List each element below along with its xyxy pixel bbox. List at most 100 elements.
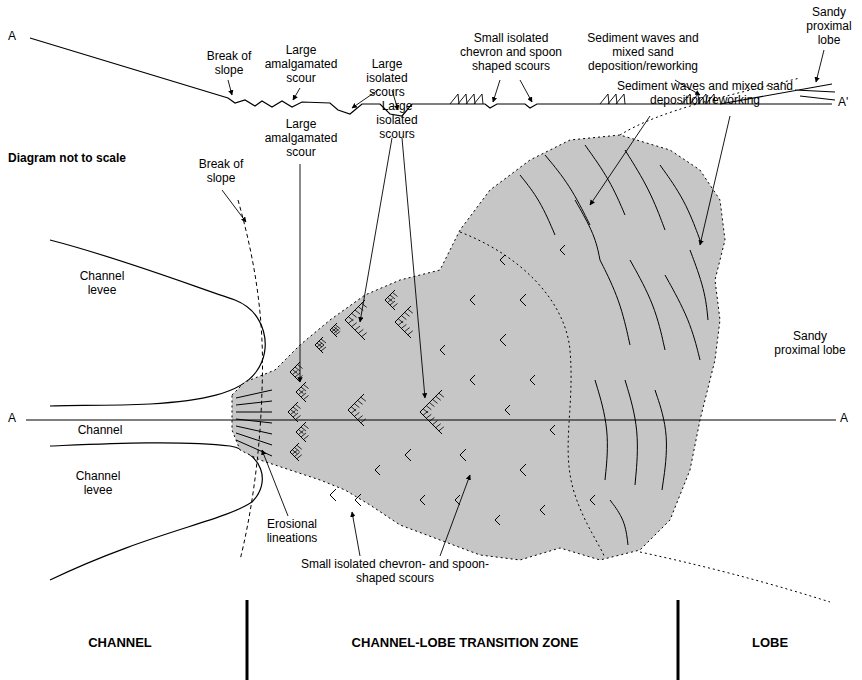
scour-mark xyxy=(330,489,336,501)
scour-hatch xyxy=(291,410,296,415)
zone-divider xyxy=(246,600,249,680)
scour-hatch xyxy=(335,325,340,336)
scour-mark xyxy=(540,505,545,515)
scour-hatch xyxy=(436,396,441,427)
hatch-stroke xyxy=(466,94,475,104)
scour-mark xyxy=(520,464,526,476)
scour-mark xyxy=(348,394,364,426)
scour-hatch xyxy=(319,341,324,349)
annotation-label: Large amalgamated scour xyxy=(258,118,344,159)
annotation-label: Sandy proximal lobe xyxy=(800,6,858,47)
scour-hatch xyxy=(429,403,434,422)
channel-levee-outline xyxy=(50,240,265,406)
hatch-stroke xyxy=(474,94,483,104)
zone-boundary xyxy=(460,232,605,558)
annotation-label: A' xyxy=(838,96,858,110)
scour-hatch xyxy=(301,427,306,437)
scour-mark xyxy=(470,375,475,385)
scour-hatch xyxy=(295,448,300,457)
profile-line xyxy=(30,38,832,116)
leader-line xyxy=(700,116,730,245)
leader-line xyxy=(816,50,824,82)
transition-zone-area xyxy=(232,135,725,560)
scour-hatch xyxy=(304,425,309,440)
leader-line xyxy=(402,138,425,398)
scour-mark xyxy=(560,245,565,255)
annotation-label: Large isolated scours xyxy=(365,100,429,141)
scour-hatch xyxy=(439,393,444,431)
scour-hatch xyxy=(390,295,395,305)
scour-mark xyxy=(550,425,555,435)
erosional-lineation xyxy=(236,390,272,398)
scour-mark xyxy=(495,515,500,525)
scour-hatch xyxy=(361,397,366,423)
sediment-wave xyxy=(595,380,607,480)
scour-mark xyxy=(530,375,535,385)
annotation-label: Break of slope xyxy=(198,50,260,78)
sediment-wave xyxy=(520,175,555,235)
scour-mark xyxy=(520,294,526,306)
sediment-wave xyxy=(575,200,600,260)
scour-hatch xyxy=(358,400,363,419)
annotation-label: Diagram not to scale xyxy=(8,152,168,166)
leader-line xyxy=(360,138,392,322)
leader-line xyxy=(228,80,232,95)
scour-hatch xyxy=(393,293,398,308)
sediment-wave xyxy=(625,380,637,485)
lobe-outline xyxy=(640,552,830,602)
scour-hatch xyxy=(401,316,406,329)
scour-hatch xyxy=(304,385,309,400)
erosional-lineation xyxy=(236,412,272,413)
annotation-label: Channel levee xyxy=(66,470,130,498)
erosional-lineation xyxy=(236,401,272,405)
hatch-stroke xyxy=(458,94,467,104)
scour-hatch xyxy=(293,370,298,375)
leader-line xyxy=(222,190,246,222)
channel-levee-outline xyxy=(50,443,262,580)
erosional-lineation xyxy=(236,426,272,434)
annotation-label: Sediment waves and mixed sand deposition… xyxy=(580,32,706,73)
scour-marks xyxy=(236,145,708,545)
scour-hatch xyxy=(297,445,302,459)
scour-mark xyxy=(500,334,506,346)
zone-label: CHANNEL-LOBE TRANSITION ZONE xyxy=(270,636,660,651)
scour-hatch xyxy=(433,399,438,424)
sediment-wave xyxy=(625,150,665,230)
scour-mark xyxy=(470,295,475,305)
zone-label: LOBE xyxy=(690,636,850,651)
hatch-stroke xyxy=(600,94,609,104)
annotation-label: A xyxy=(840,412,856,426)
scour-mark xyxy=(375,465,380,475)
scour-hatch xyxy=(354,404,359,417)
sediment-wave xyxy=(660,165,700,240)
scour-mark xyxy=(420,390,442,434)
scour-mark xyxy=(420,495,425,505)
scour-hatch xyxy=(299,430,304,435)
scour-hatch xyxy=(334,327,339,334)
leader-line xyxy=(440,475,470,556)
sediment-wave xyxy=(690,250,708,320)
leader-line xyxy=(590,116,650,205)
hatch-stroke xyxy=(608,94,617,104)
scour-hatch xyxy=(296,405,301,420)
erosional-lineation xyxy=(236,433,272,445)
sediment-wave xyxy=(585,145,625,215)
scour-hatch xyxy=(423,409,428,415)
annotation-label: Large amalgamated scour xyxy=(258,44,344,85)
annotation-label: Channel xyxy=(70,424,130,438)
zone-label: CHANNEL xyxy=(20,636,220,651)
zone-divider xyxy=(677,600,680,680)
leader-line xyxy=(300,164,301,382)
scour-hatch xyxy=(355,310,360,330)
annotation-label: Erosional lineations xyxy=(246,518,338,546)
hatch-stroke xyxy=(616,94,625,104)
scour-mark xyxy=(405,449,411,461)
scour-mark xyxy=(590,495,595,505)
scour-hatch xyxy=(351,407,356,413)
leader-line xyxy=(493,80,500,102)
break-of-slope-line xyxy=(238,200,263,560)
annotation-label: Channel levee xyxy=(70,270,134,298)
scour-mark xyxy=(460,449,466,461)
scour-hatch xyxy=(301,387,306,397)
